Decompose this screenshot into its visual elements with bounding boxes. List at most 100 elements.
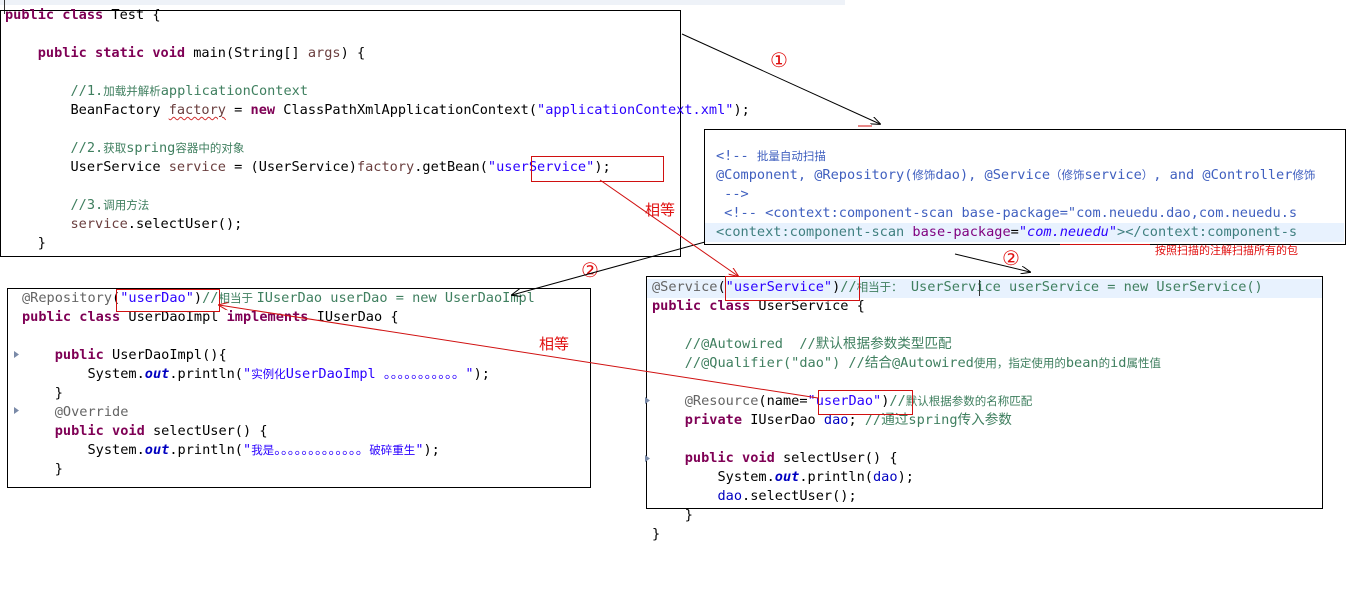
code-token: <context:component-scan bbox=[716, 224, 913, 240]
arrow-xml-to-dao bbox=[512, 241, 706, 295]
code-token: // bbox=[889, 393, 906, 409]
code-token: （修饰 bbox=[1050, 168, 1085, 182]
code-token: @Component, @Repository( bbox=[716, 167, 913, 183]
service-annotation-name-box bbox=[725, 276, 860, 301]
arrow-test-to-xml bbox=[681, 33, 880, 124]
code-token: 加载并解析 bbox=[103, 84, 161, 98]
code-token: ) bbox=[832, 279, 841, 295]
code-line: System.out.println("我是。。。。。。。。。。。。。破碎重生"… bbox=[22, 441, 535, 460]
equal-label-service: 相等 bbox=[645, 201, 676, 219]
service-line-highlight bbox=[647, 279, 1322, 298]
code-token: .selectUser(); bbox=[127, 216, 243, 232]
code-token: //2. bbox=[70, 140, 104, 156]
code-token: .println( bbox=[169, 442, 243, 458]
getbean-user-service-box bbox=[531, 156, 664, 182]
code-token: spring bbox=[126, 140, 176, 156]
xml-config-panel bbox=[704, 129, 1346, 245]
code-token: (name= bbox=[758, 393, 808, 409]
code-token: UserService userService = new UserServic… bbox=[902, 279, 1263, 295]
code-token: .selectUser(); bbox=[742, 488, 857, 504]
code-token: selectUser() { bbox=[782, 450, 898, 466]
code-token: base-package bbox=[912, 224, 1011, 240]
code-token: args bbox=[307, 45, 341, 61]
code-token: IUserDao { bbox=[316, 309, 399, 325]
code-line: public void selectUser() { bbox=[22, 422, 535, 441]
code-token: implements bbox=[226, 309, 317, 325]
code-line: <context:component-scan base-package="co… bbox=[716, 223, 1344, 242]
code-token: 相当于 bbox=[218, 291, 257, 305]
code-line: <!-- <context:component-scan base-packag… bbox=[716, 204, 1344, 223]
override-marker-icon bbox=[645, 397, 650, 404]
code-token: BeanFactory bbox=[5, 102, 169, 118]
code-line: System.out.println("实例化UserDaoImpl 。。。。。… bbox=[22, 365, 535, 384]
code-token: 结合 bbox=[864, 355, 892, 371]
arrow-xml-to-service bbox=[954, 253, 1030, 272]
code-token: out bbox=[144, 442, 170, 458]
code-token: public bbox=[54, 347, 113, 363]
code-token: IUserDao bbox=[750, 412, 824, 428]
code-token: .getBean( bbox=[414, 159, 488, 175]
code-token: = bbox=[225, 102, 251, 118]
code-line: private IUserDao dao; //通过spring传入参数 bbox=[652, 411, 1263, 430]
code-token: ); bbox=[423, 442, 440, 458]
code-token: ) bbox=[193, 290, 203, 306]
code-token: main(String[] bbox=[193, 45, 308, 61]
code-token: 我是 bbox=[251, 443, 275, 457]
code-line: System.out.println(dao); bbox=[652, 468, 1263, 487]
code-line: public void selectUser() { bbox=[652, 449, 1263, 468]
code-token: = (UserService) bbox=[225, 159, 357, 175]
code-token: bean bbox=[1065, 355, 1099, 371]
code-token: out bbox=[774, 469, 800, 485]
code-line: public class UserService { bbox=[652, 297, 1263, 316]
code-token: service bbox=[168, 159, 226, 175]
code-token: ) bbox=[881, 393, 890, 409]
code-token: UserDaoImpl bbox=[128, 309, 227, 325]
code-line: //3.调用方法 bbox=[5, 196, 750, 215]
code-token: 获取 bbox=[103, 141, 127, 155]
code-token: Test { bbox=[111, 7, 161, 23]
code-token: //@Qualifier("dao") // bbox=[684, 355, 865, 371]
code-line: --> bbox=[716, 185, 1344, 204]
code-token: new bbox=[250, 102, 284, 118]
code-token: applicationContext bbox=[160, 83, 309, 99]
code-token: 修饰 bbox=[1292, 168, 1316, 182]
code-token: } bbox=[22, 385, 63, 401]
code-line: } bbox=[652, 506, 1263, 525]
code-token: System. bbox=[22, 366, 145, 382]
code-token: 批量自动扫描 bbox=[756, 149, 826, 163]
code-token: public class bbox=[22, 309, 129, 325]
code-token: "applicationContext.xml" bbox=[537, 102, 734, 118]
code-token: // bbox=[864, 412, 882, 428]
code-token: } bbox=[652, 526, 661, 542]
text-cursor bbox=[979, 280, 980, 296]
code-line: } bbox=[22, 384, 535, 403]
code-token: System. bbox=[652, 469, 775, 485]
code-line: UserService service = (UserService)facto… bbox=[5, 158, 750, 177]
code-token: 使用，指定使用的 bbox=[973, 356, 1066, 370]
code-token: dao bbox=[717, 488, 743, 504]
code-token: "com.neuedu" bbox=[1018, 224, 1118, 240]
repository-name-box bbox=[116, 289, 220, 312]
code-token: public class bbox=[652, 298, 759, 314]
code-token: spring bbox=[908, 412, 958, 428]
code-token: .println( bbox=[799, 469, 873, 485]
code-token: } bbox=[22, 461, 63, 477]
code-token: id bbox=[1110, 355, 1127, 371]
code-token: 修饰 bbox=[912, 168, 936, 182]
code-token: "userDao" bbox=[807, 393, 882, 409]
code-token: ClassPathXmlApplicationContext( bbox=[283, 102, 538, 118]
code-line: @Component, @Repository(修饰dao), @Service… bbox=[716, 166, 1344, 185]
code-token: ); bbox=[594, 159, 611, 175]
code-token: public class bbox=[5, 7, 112, 23]
code-token: "userService" bbox=[725, 279, 833, 295]
code-line: public class Test { bbox=[5, 6, 750, 25]
user-service-panel bbox=[646, 276, 1323, 509]
code-token: @Autowired bbox=[892, 355, 974, 371]
code-line: } bbox=[5, 234, 750, 253]
code-token: service bbox=[70, 216, 128, 232]
code-line: //1.加载并解析applicationContext bbox=[5, 82, 750, 101]
code-token: ); bbox=[733, 102, 750, 118]
step-2-marker-right: ② bbox=[1002, 246, 1020, 270]
code-token: dao bbox=[823, 412, 849, 428]
code-token: 的 bbox=[1098, 356, 1111, 370]
